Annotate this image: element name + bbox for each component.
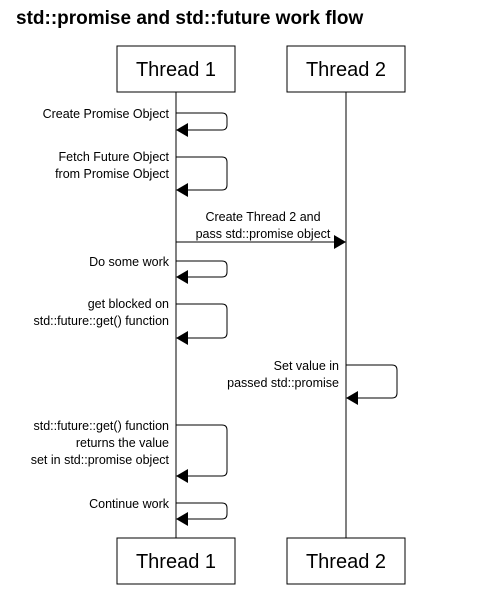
message-label: std::future::get() function [34,314,170,328]
message-label: Do some work [89,255,170,269]
message-label: pass std::promise object [196,227,331,241]
self-message-arrow [176,112,228,137]
message-label: std::future::get() function [34,419,170,433]
participant-box-thread-1-bottom [116,537,236,585]
participant-label-thread-2-top: Thread 2 [306,59,386,81]
self-message-arrow [176,303,228,345]
message-label: set in std::promise object [31,453,170,467]
participant-box-thread-2-bottom [286,537,406,585]
message-label: get blocked on [88,297,169,311]
self-message-arrow [346,364,398,405]
participant-label-thread-1-top: Thread 1 [136,59,216,81]
message-label: Fetch Future Object [59,150,170,164]
message-label: from Promise Object [55,167,169,181]
self-message-arrow [176,260,228,284]
participant-box-thread-2-top [286,45,406,93]
message-label: returns the value [76,436,169,450]
participant-box-thread-1-top [116,45,236,93]
self-message-arrow [176,156,228,197]
self-message-arrow [176,424,228,483]
participant-label-thread-2-bottom: Thread 2 [306,551,386,573]
message-label: Create Promise Object [43,107,170,121]
message-label: Create Thread 2 and [205,210,320,224]
message-label: passed std::promise [227,376,339,390]
message-label: Set value in [274,359,339,373]
diagram-title: std::promise and std::future work flow [16,8,364,29]
self-message-arrow [176,502,228,526]
message-label: Continue work [89,497,170,511]
participant-label-thread-1-bottom: Thread 1 [136,551,216,573]
